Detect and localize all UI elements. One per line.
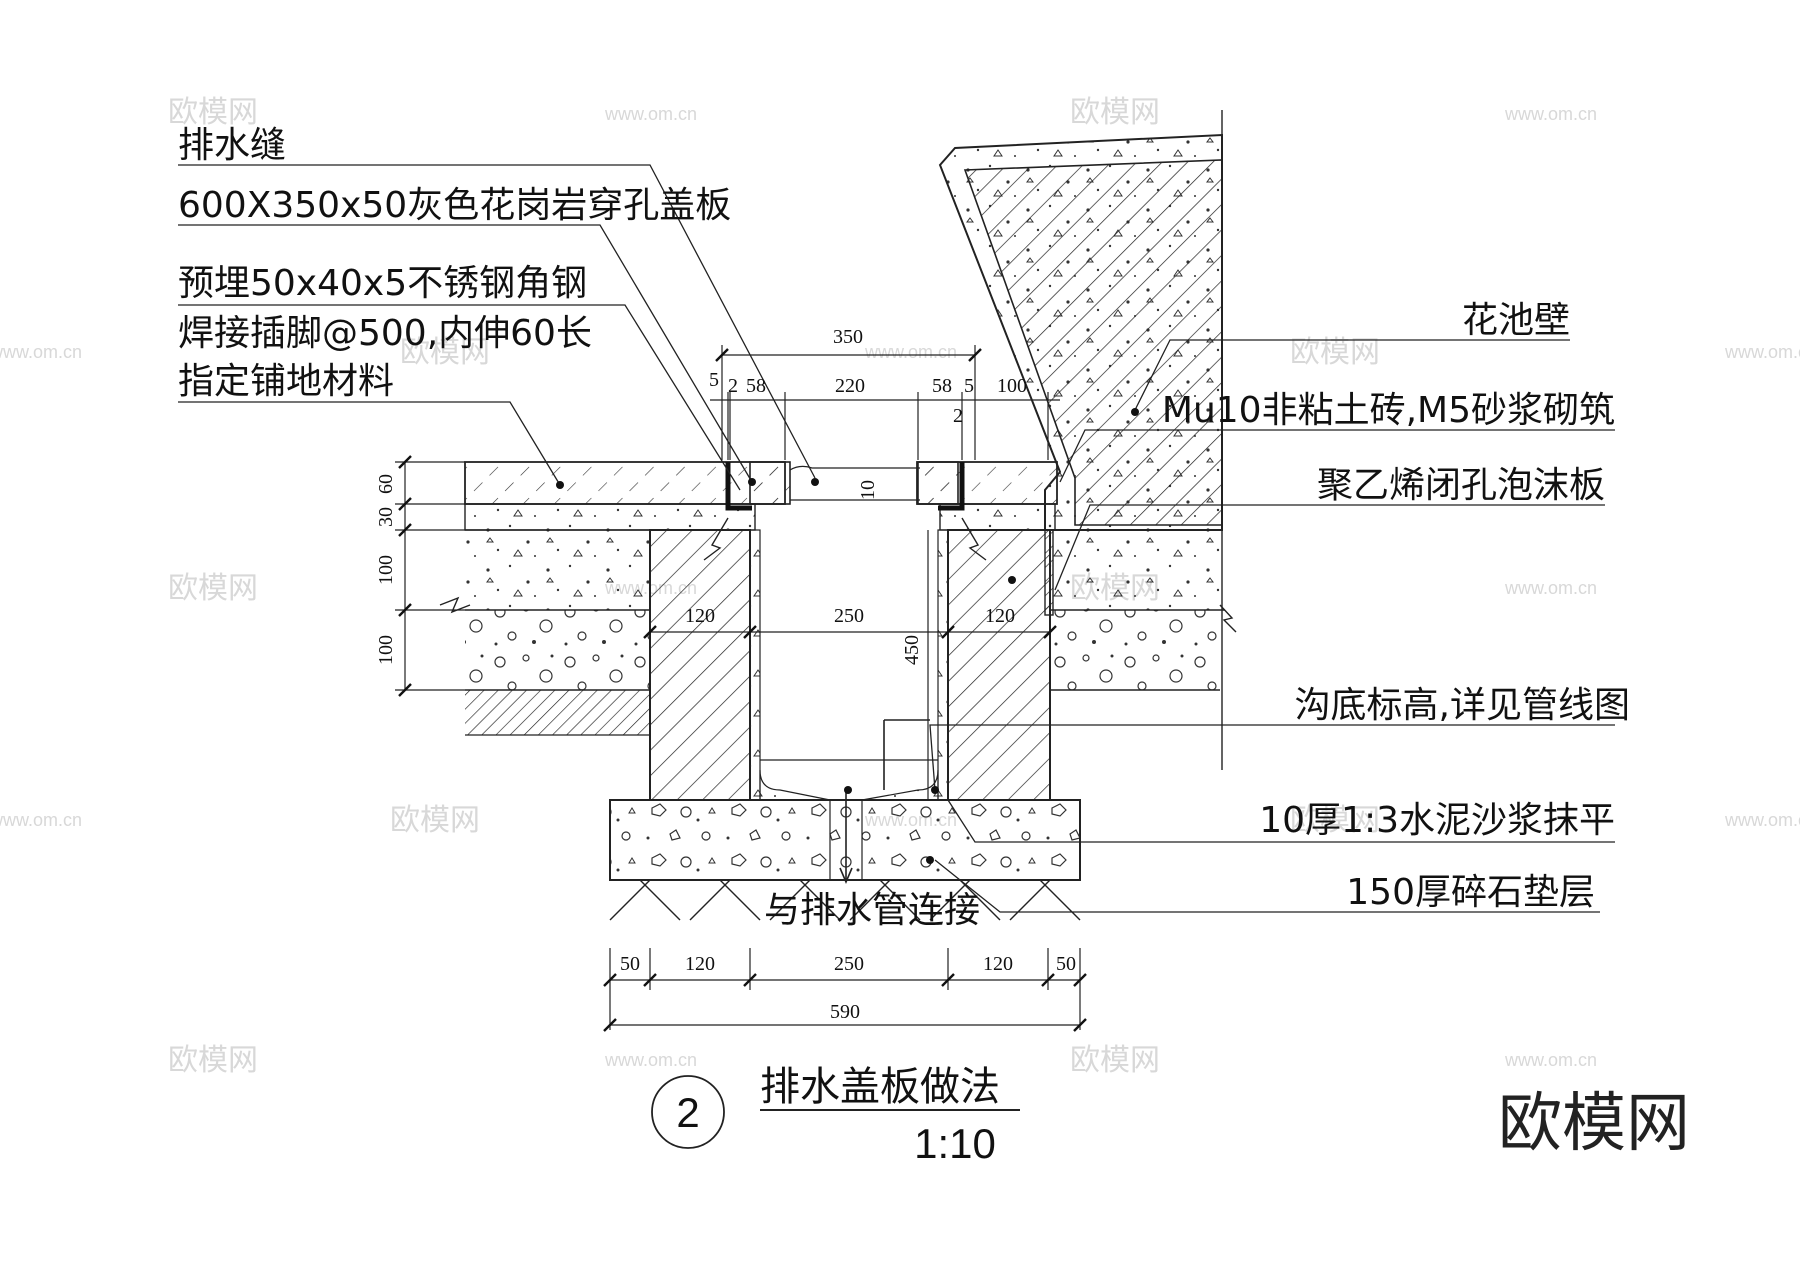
watermark-text: 欧模网 <box>390 803 480 838</box>
dim-bottom-50-right: 50 <box>1056 953 1076 975</box>
watermark-url: www.om.cn <box>1724 810 1800 830</box>
dim-bottom-590: 590 <box>830 1001 860 1023</box>
paving-layers <box>464 461 1058 561</box>
dim-bottom-120-left: 120 <box>685 953 715 975</box>
dim-mid-250: 250 <box>834 605 864 627</box>
watermark-text: 欧模网 <box>1070 95 1160 130</box>
watermark-text: 欧模网 <box>1070 1043 1160 1078</box>
base-concrete-pad <box>609 799 1081 881</box>
dim-10: 10 <box>857 480 879 500</box>
dim-bottom-50-left: 50 <box>620 953 640 975</box>
dim-60: 60 <box>375 474 397 494</box>
label-trench-bottom: 沟底标高,详见管线图 <box>1295 685 1630 726</box>
label-weld-legs: 焊接插脚@500,内伸60长 <box>178 313 592 354</box>
dim-bottom-250: 250 <box>834 953 864 975</box>
watermark-url: www.om.cn <box>864 342 957 362</box>
leader-dots <box>556 408 1139 864</box>
dim-mid-120-left: 120 <box>685 605 715 627</box>
dim-100-upper: 100 <box>375 555 397 585</box>
detail-number: 2 <box>676 1089 699 1136</box>
dim-5-right: 5 <box>964 375 974 397</box>
dim-58-left: 58 <box>746 375 766 397</box>
watermark-url: www.om.cn <box>0 342 82 362</box>
dim-100-lower: 100 <box>375 635 397 665</box>
ground-soil <box>609 879 1081 921</box>
label-cover-plate: 600X350x50灰色花岗岩穿孔盖板 <box>178 185 731 226</box>
dim-450: 450 <box>901 635 923 665</box>
detail-title: 排水盖板做法 <box>760 1064 1000 1110</box>
watermark-url: www.om.cn <box>1504 1050 1597 1070</box>
dim-30: 30 <box>375 507 397 527</box>
dim-58-right: 58 <box>932 375 952 397</box>
label-gravel: 150厚碎石垫层 <box>1346 872 1595 913</box>
watermark-url: www.om.cn <box>1504 104 1597 124</box>
dim-100: 100 <box>997 375 1027 397</box>
brand-logo: 欧模网 <box>1498 1087 1690 1161</box>
watermark-text: 欧模网 <box>1290 803 1380 838</box>
watermark-text: 欧模网 <box>168 1043 258 1078</box>
right-ground-layers <box>1050 529 1237 691</box>
dim-bottom-120-right: 120 <box>983 953 1013 975</box>
title-block: 2 排水盖板做法 1:10 <box>651 1064 1020 1167</box>
label-paving: 指定铺地材料 <box>178 361 394 402</box>
watermark-url: www.om.cn <box>1724 342 1800 362</box>
label-mortar: 10厚1:3水泥沙浆抹平 <box>1259 800 1615 841</box>
label-brick: Mu10非粘土砖,M5砂浆砌筑 <box>1162 390 1615 431</box>
dim-350: 350 <box>833 326 863 348</box>
watermark-url: www.om.cn <box>604 1050 697 1070</box>
drain-pipe-arrow <box>839 719 930 885</box>
detail-number-circle <box>651 1075 725 1149</box>
dimension-texts: 350 5 2 58 220 58 5 2 100 10 60 30 100 1… <box>375 326 1076 1023</box>
dimension-lines <box>395 345 1081 1030</box>
label-pipe-connect: 与排水管连接 <box>764 890 980 931</box>
dim-220: 220 <box>835 375 865 397</box>
watermark-url: www.om.cn <box>0 810 82 830</box>
leader-lines <box>178 164 1615 913</box>
watermark-text: 欧模网 <box>1290 335 1380 370</box>
dimension-ticks <box>398 348 1087 1032</box>
watermark-text: 欧模网 <box>168 571 258 606</box>
callout-labels: 排水缝 600X350x50灰色花岗岩穿孔盖板 预埋50x40x5不锈钢角钢 焊… <box>178 125 1630 931</box>
dim-5-left: 5 <box>709 369 719 391</box>
label-drain-slot: 排水缝 <box>178 125 286 166</box>
dim-mid-120-right: 120 <box>985 605 1015 627</box>
watermark-url: www.om.cn <box>1504 578 1597 598</box>
label-angle-steel: 预埋50x40x5不锈钢角钢 <box>178 263 587 304</box>
label-planter-wall: 花池壁 <box>1462 300 1570 341</box>
left-ground-layers <box>439 529 650 736</box>
trench-brick-walls <box>649 529 1051 801</box>
watermark-text: 欧模网 <box>168 95 258 130</box>
dim-2-left: 2 <box>728 375 738 397</box>
watermark-text: 欧模网 <box>400 335 490 370</box>
label-foam-board: 聚乙烯闭孔泡沫板 <box>1317 465 1605 506</box>
dim-2-right: 2 <box>953 405 963 427</box>
planter-wall <box>938 110 1223 770</box>
detail-scale: 1:10 <box>914 1120 996 1167</box>
watermark-url: www.om.cn <box>604 104 697 124</box>
